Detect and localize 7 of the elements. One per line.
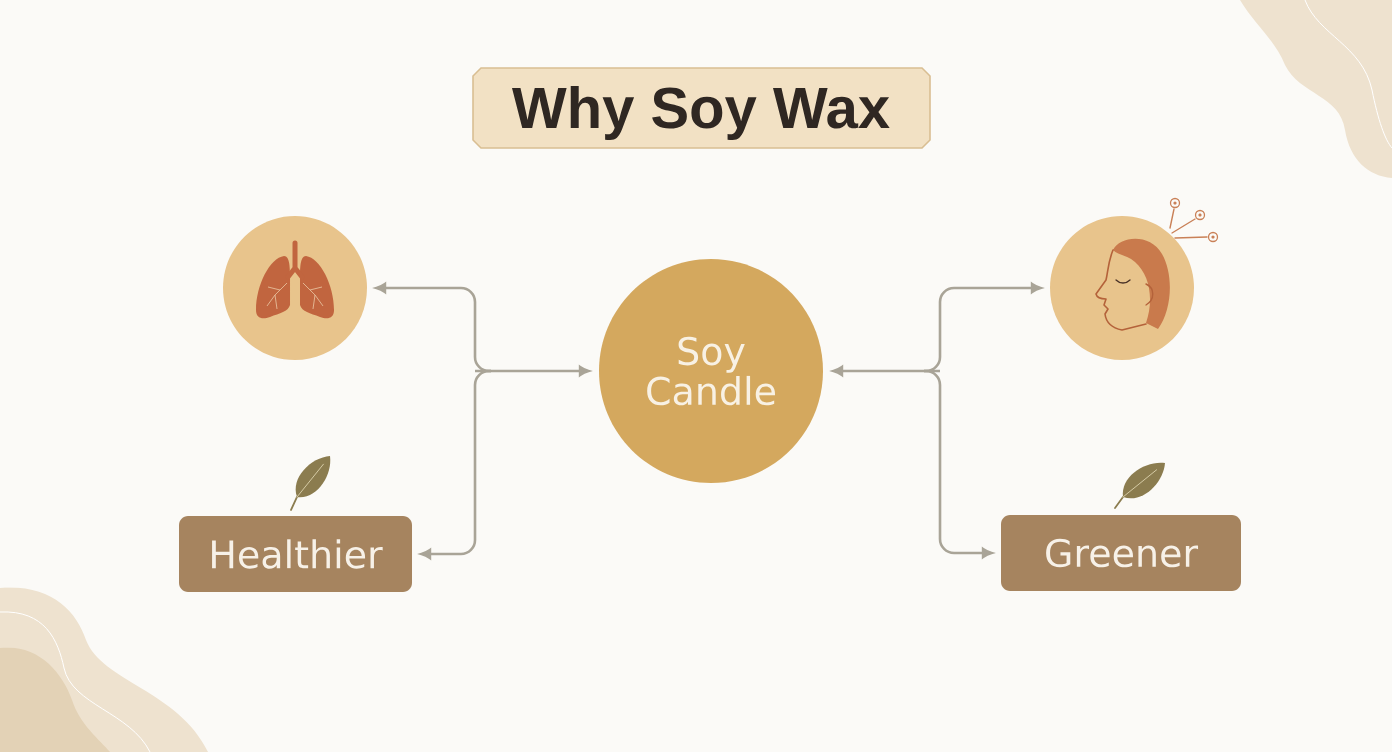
title-banner: Why Soy Wax — [472, 67, 931, 149]
label-box: Healthier — [179, 516, 412, 592]
connector-arrow — [924, 369, 993, 559]
connector-arrow — [420, 369, 492, 560]
arrow — [475, 365, 590, 377]
arrow — [832, 365, 940, 377]
label-box: Greener — [1001, 515, 1241, 591]
